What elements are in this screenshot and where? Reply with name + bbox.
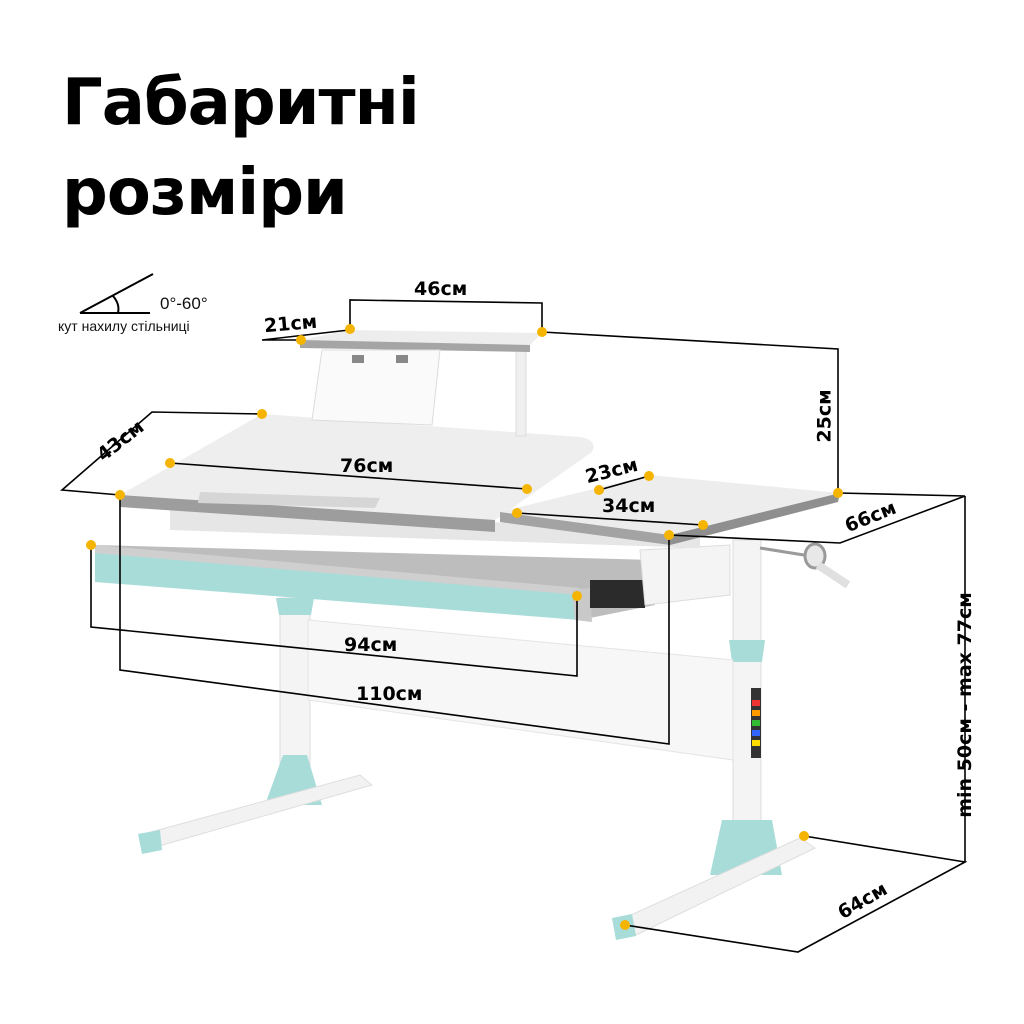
page-title: Габаритні розміри [62,58,420,238]
side-tabletop [500,475,840,545]
crossbar [307,619,734,761]
tilt-angle-icon [79,273,154,314]
title-line-2: розміри [62,156,348,230]
tilting-tabletop [120,414,594,532]
tilt-angle-range: 0°-60° [160,294,208,313]
dim-shelf-depth: 21см [263,310,319,338]
drawer [95,544,731,622]
dim-shelf-height: 25см [813,389,836,443]
title-line-1: Габаритні [62,66,420,140]
left-leg [138,597,374,854]
dimension-lines [60,299,968,953]
desk-frame [170,510,700,548]
dim-height-range: min 50см - max 77см [953,592,976,818]
dim-drawer-width: 94см [344,634,398,656]
tilt-angle-label: кут нахилу стільниці [58,318,190,334]
crank-handle [759,542,851,589]
book-shelf [300,330,542,437]
right-leg [612,539,817,940]
dim-total-width: 110см [356,683,423,705]
dim-tilt-top-width: 76см [340,455,394,477]
dim-side-top-width: 34см [602,495,656,517]
measurement-markers [86,324,843,930]
dim-shelf-width: 46см [414,278,468,300]
